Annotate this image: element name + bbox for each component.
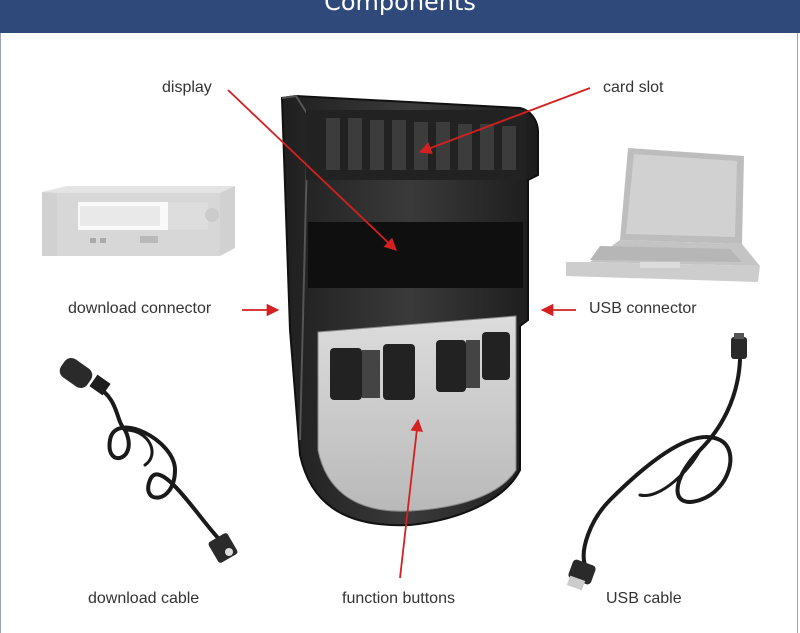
card-slot-arrow [418,87,591,154]
tachograph-unit [42,186,235,256]
download-cable [93,383,222,542]
content-frame [0,33,798,633]
usb-plug-icon [566,333,747,591]
label-display: display [162,79,212,96]
function-buttons-arrow [399,418,423,579]
display-screen [308,222,523,288]
label-card-slot: card slot [603,79,664,96]
label-function-buttons: function buttons [342,590,455,607]
download-plug-icon [59,357,238,563]
label-download-connector: download connector [68,300,212,317]
function-button-icons [330,332,510,400]
usb-cable [581,358,742,567]
download-key-device [280,94,539,527]
laptop [566,148,760,282]
callout-arrows [227,87,591,579]
header-bar: Components [0,0,800,33]
card-slot-icon [306,110,526,180]
page-title: Components [324,0,476,16]
components-diagram [42,87,760,591]
label-usb-connector: USB connector [589,300,697,317]
display-arrow [227,89,397,251]
label-usb-cable: USB cable [606,590,682,607]
label-download-cable: download cable [88,590,200,607]
